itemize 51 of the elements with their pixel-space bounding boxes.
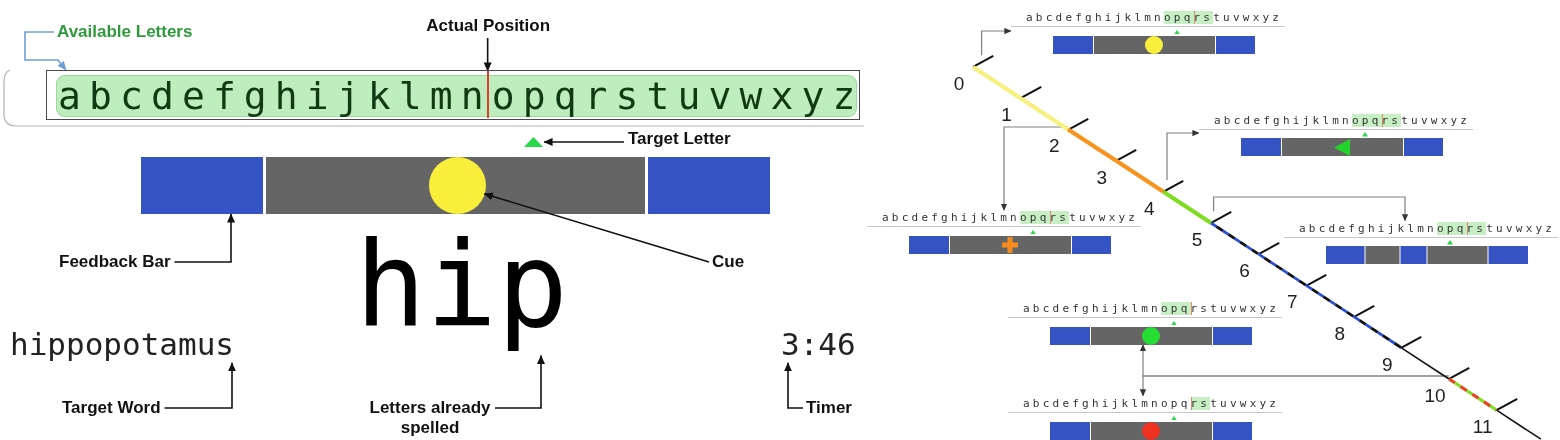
tick-number: 10 (1424, 385, 1446, 405)
tick-number: 2 (1048, 135, 1060, 155)
timer-text: 3:46 (781, 328, 856, 363)
annotation-label: Available Letters (57, 22, 193, 42)
tick-number: 1 (1001, 104, 1012, 124)
annotation-label: Timer (806, 398, 852, 418)
dot-icon (428, 157, 486, 214)
spelled-letters-text: hip (355, 225, 569, 356)
arrow (783, 362, 804, 409)
arrow (163, 362, 237, 409)
timeline-segment (1495, 409, 1542, 440)
tick-mark (1210, 211, 1232, 224)
timeline-segment (1257, 253, 1307, 287)
arrow (543, 137, 625, 147)
tick-number: 4 (1144, 198, 1155, 218)
annotation-label: Feedback Bar (59, 252, 171, 272)
annotation-label: Target Word (62, 398, 161, 418)
annotation-label: Cue (712, 252, 745, 272)
arrow (24, 31, 67, 71)
target-word-text: hippopotamus (10, 328, 234, 363)
arrow (483, 192, 710, 263)
timeline-segment (1019, 96, 1070, 132)
timeline-segment (1114, 158, 1165, 194)
arrow (981, 27, 1012, 56)
tick-number: 0 (953, 73, 965, 93)
arrow (1213, 196, 1409, 222)
timeline-segment (971, 65, 1022, 100)
arrow (1166, 129, 1200, 181)
timeline-segment (1353, 315, 1403, 349)
tick-number: 3 (1096, 167, 1108, 187)
tick-number: 11 (1472, 416, 1493, 436)
annotation-label: Actual Position (426, 16, 550, 36)
timeline-segment (1162, 190, 1213, 225)
tick-number: 7 (1286, 291, 1298, 311)
tick-number: 5 (1191, 229, 1203, 249)
timeline-segment (1400, 347, 1450, 380)
annotation-label: Target Letter (628, 129, 731, 149)
feedback-bar (141, 157, 770, 214)
arrow (1139, 375, 1450, 397)
arrow (483, 37, 492, 72)
arrow (494, 354, 546, 409)
timeline-segment (1067, 127, 1117, 163)
arrow (173, 213, 236, 263)
tick-number: 9 (1382, 354, 1393, 374)
tick-number: 8 (1334, 323, 1346, 343)
timeline-segment (1448, 377, 1498, 412)
timeline-segment (1305, 284, 1355, 318)
tick-mark (1163, 180, 1184, 193)
annotation-label: Letters already spelled (368, 398, 492, 438)
timeline-segment (1210, 221, 1260, 256)
tick-number: 6 (1239, 260, 1250, 280)
